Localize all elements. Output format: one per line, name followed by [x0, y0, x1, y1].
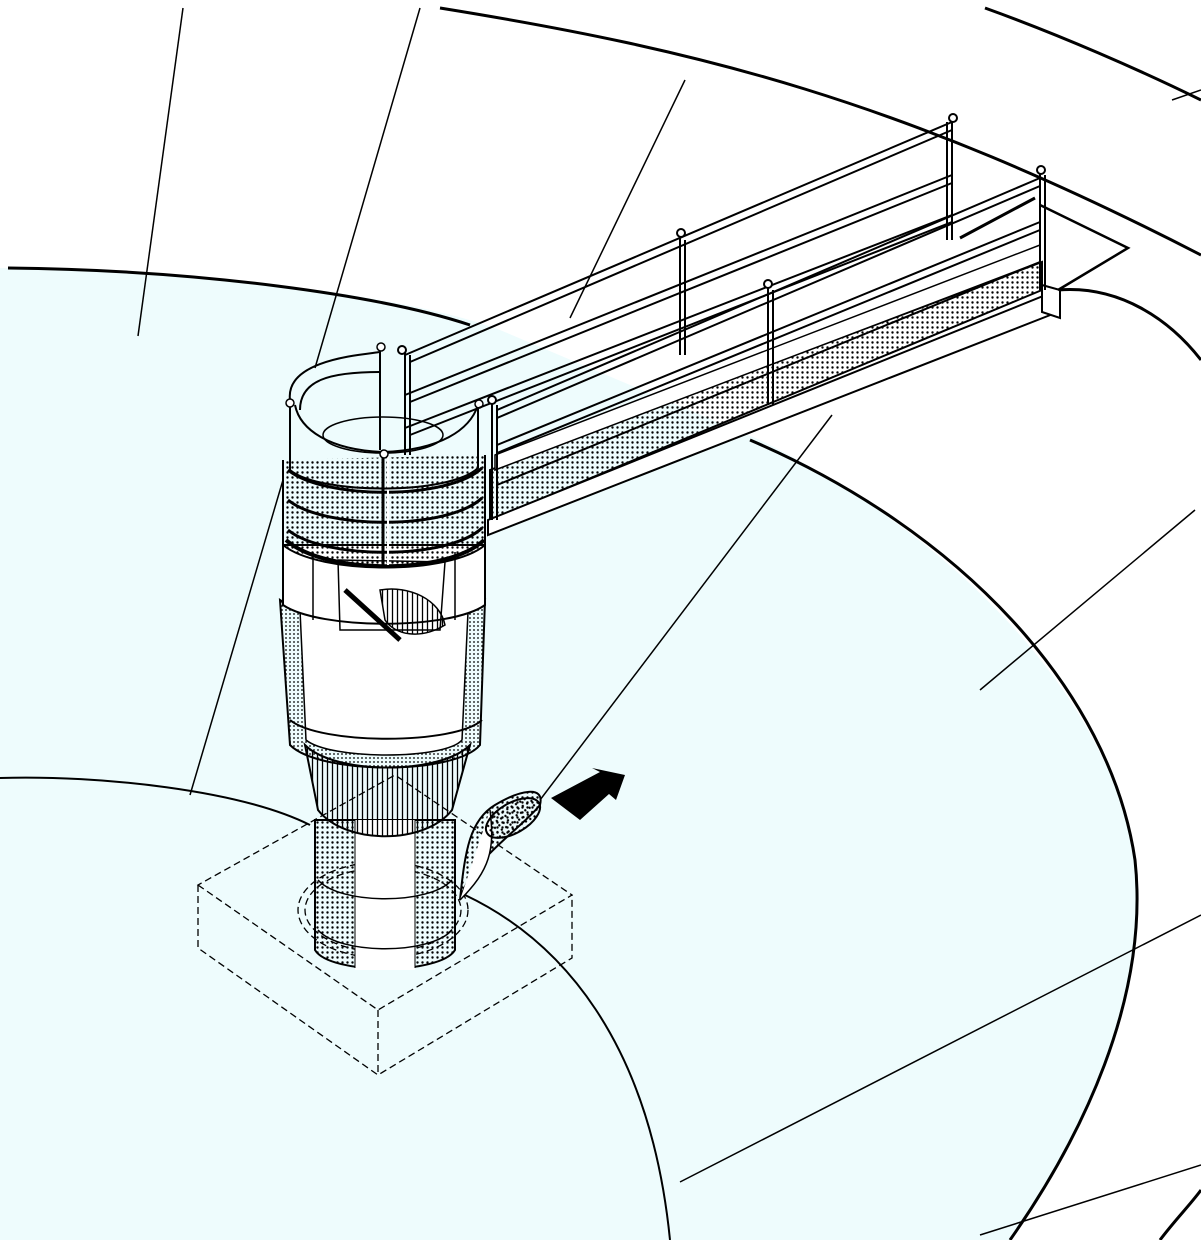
handrail-back — [397, 113, 958, 455]
tank-liquid-surface — [0, 268, 1138, 1240]
tank-outer-wall — [439, 6, 1201, 257]
handrail-front — [487, 165, 1046, 520]
center-column — [314, 819, 456, 970]
tank-inner-floor-2 — [464, 894, 671, 1240]
tank-corner-arc — [1158, 1189, 1201, 1240]
feed-well-cage — [282, 342, 486, 569]
inlet-pipe — [459, 790, 542, 901]
tank-outer-wall-far — [984, 6, 1201, 102]
leader-lines — [137, 7, 1201, 1236]
flow-arrow — [551, 768, 625, 820]
tank-rim-right — [749, 438, 1139, 1240]
effluent-channel — [1057, 288, 1201, 361]
tank-inner-floor — [0, 776, 311, 826]
tank-rim-left — [7, 266, 471, 327]
column-mid-shell — [278, 597, 487, 769]
